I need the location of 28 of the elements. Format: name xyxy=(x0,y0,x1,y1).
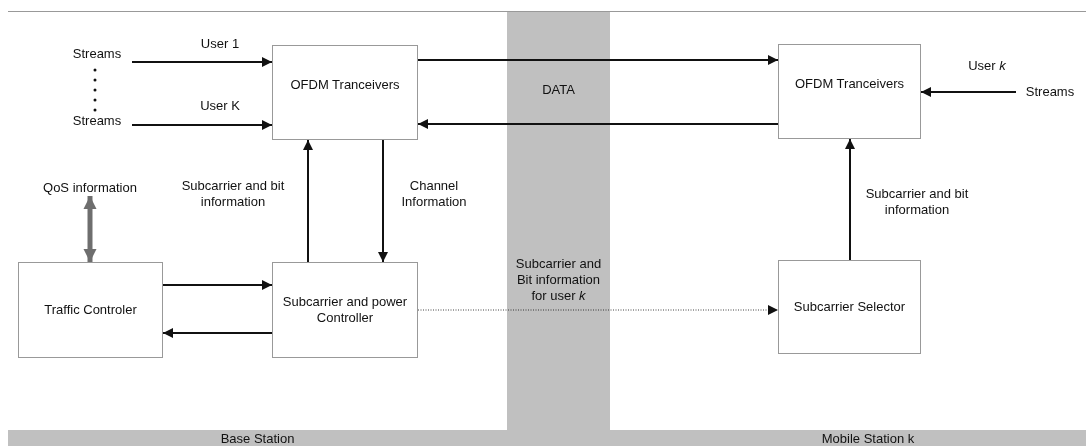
arrow xyxy=(378,139,388,263)
process-box xyxy=(18,262,163,358)
box-label: OFDM Tranceivers xyxy=(290,77,400,93)
panel-label: Base Station xyxy=(220,431,295,446)
box-label: OFDM Tranceivers xyxy=(794,76,905,92)
process-box xyxy=(778,44,921,139)
arrow xyxy=(162,328,273,338)
input-label: Streams xyxy=(62,46,132,62)
arrow xyxy=(83,196,97,262)
process-box xyxy=(272,262,418,358)
process-box xyxy=(272,45,418,140)
arrow xyxy=(162,280,273,290)
box-label: Traffic Controler xyxy=(44,302,137,318)
box-label: Subcarrier and power Controller xyxy=(281,294,409,326)
process-box xyxy=(778,260,921,354)
arrow xyxy=(845,138,855,261)
input-label: Streams xyxy=(62,113,132,129)
panel-label: Mobile Station k xyxy=(821,431,915,446)
arrow xyxy=(131,120,273,130)
band-label: DATA xyxy=(541,82,576,98)
arrow xyxy=(417,119,779,129)
arrow xyxy=(131,57,273,67)
arrow xyxy=(417,55,779,65)
input-label: QoS information xyxy=(28,180,152,196)
arrow xyxy=(920,87,1017,97)
input-label: Streams xyxy=(1016,84,1084,100)
box-label: Subcarrier Selector xyxy=(793,299,906,315)
arrow xyxy=(303,139,313,263)
